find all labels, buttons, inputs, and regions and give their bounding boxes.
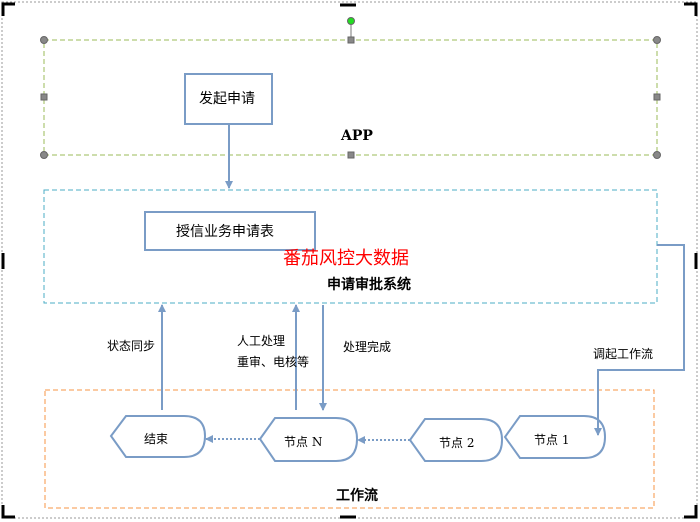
manual-processing-label-1: 人工处理 bbox=[237, 334, 285, 348]
node-2-label: 节点 2 bbox=[439, 436, 474, 450]
processing-done-label: 处理完成 bbox=[343, 339, 391, 354]
rotate-handle[interactable] bbox=[347, 17, 355, 25]
selection-handles[interactable] bbox=[40, 36, 661, 159]
app-group-title: APP bbox=[340, 128, 373, 144]
approval-group-title: 申请审批系统 bbox=[327, 276, 411, 293]
approval-group-box[interactable] bbox=[43, 189, 658, 304]
node-n-label: 节点 N bbox=[284, 435, 322, 449]
node-2-shape[interactable] bbox=[408, 418, 504, 462]
manual-processing-label-2: 重审、电核等 bbox=[237, 354, 309, 369]
connector-invoke-workflow bbox=[594, 244, 685, 436]
credit-application-form-box[interactable] bbox=[144, 211, 316, 251]
invoke-workflow-label: 调起工作流 bbox=[593, 347, 653, 361]
workflow-group-title: 工作流 bbox=[336, 487, 378, 504]
end-node-label: 结束 bbox=[144, 432, 168, 446]
start-request-box[interactable] bbox=[184, 73, 273, 125]
node-1-label: 节点 1 bbox=[534, 433, 569, 447]
workflow-group-box[interactable] bbox=[44, 389, 655, 509]
watermark-text: 番茄风控大数据 bbox=[283, 248, 409, 269]
node-1-shape[interactable] bbox=[503, 415, 607, 459]
status-sync-label: 状态同步 bbox=[107, 339, 155, 353]
credit-application-form-label: 授信业务申请表 bbox=[176, 224, 274, 240]
start-request-label: 发起申请 bbox=[199, 91, 255, 107]
